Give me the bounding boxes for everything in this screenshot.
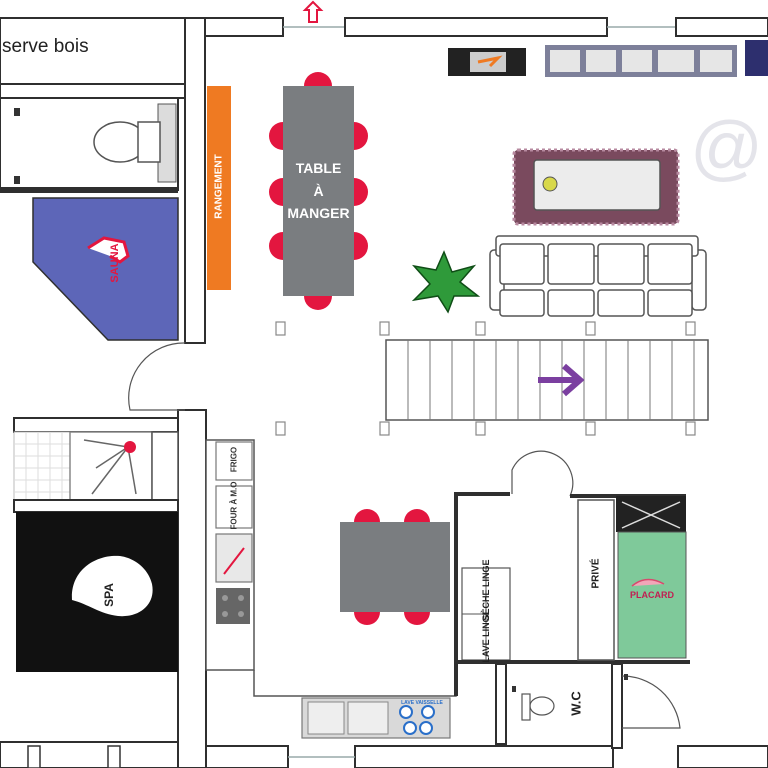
wc-room xyxy=(495,663,681,749)
entry-arrow-icon xyxy=(302,0,324,23)
cooktop xyxy=(216,588,250,624)
rangement-cabinet xyxy=(207,86,231,290)
table-label-line3: MANGER xyxy=(287,205,350,221)
rangement-label: RANGEMENT xyxy=(213,154,225,219)
dining-chairs xyxy=(269,72,368,310)
table-label-line2: À xyxy=(313,183,324,199)
kitchen-chairs xyxy=(354,509,430,625)
shower-room xyxy=(13,417,179,513)
table-label-line1: TABLE xyxy=(295,160,342,176)
wall-shelves xyxy=(545,45,737,77)
pillars xyxy=(275,321,696,436)
placard-label: PLACARD xyxy=(630,590,674,600)
sofa xyxy=(489,235,707,317)
sink-counter xyxy=(301,697,451,739)
stair-arrow-icon xyxy=(538,363,585,397)
sauna-icon xyxy=(87,236,130,264)
lave-vaisselle-label: LAVE VAISSELLE xyxy=(401,700,443,706)
central-wall xyxy=(177,17,207,768)
lave-linge-label: LAVE LINGE xyxy=(481,609,491,663)
bottom-wall xyxy=(0,741,768,768)
spa-bubble-icon xyxy=(71,555,153,617)
prive-label: PRIVÉ xyxy=(590,558,602,589)
door-swing xyxy=(128,342,186,411)
tv xyxy=(745,40,768,76)
top-wall xyxy=(184,17,768,37)
staircase xyxy=(385,339,709,421)
four-label: FOUR À M.O xyxy=(229,481,239,530)
bathroom-room xyxy=(0,97,179,193)
sauna-room xyxy=(32,197,179,341)
prive-closet xyxy=(577,499,615,661)
sauna-label: SAUNA xyxy=(109,243,121,283)
watermark: @ xyxy=(690,108,763,188)
kitchen-table xyxy=(340,522,450,612)
reserve-bois-room xyxy=(0,17,186,99)
dining-table xyxy=(283,86,354,296)
reserve-bois-label: serve bois xyxy=(2,36,89,57)
rug xyxy=(512,148,680,226)
placard-closet xyxy=(616,496,687,659)
plant-icon xyxy=(411,250,481,314)
fireplace xyxy=(448,48,526,76)
spa-label: SPA xyxy=(102,583,116,607)
wc-label: W.C xyxy=(568,691,584,716)
